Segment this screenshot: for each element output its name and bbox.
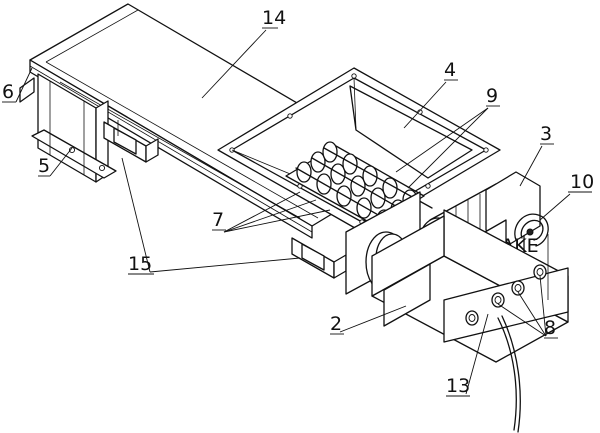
callout-label-8: 8: [544, 317, 556, 339]
callout-label-6: 6: [2, 81, 14, 103]
callout-label-7: 7: [212, 209, 224, 231]
callout-label-9: 9: [486, 85, 498, 107]
encoder-head: [514, 213, 549, 247]
channel-bracket-lower: [291, 237, 347, 279]
knob-1: [465, 310, 479, 326]
knob-2: [491, 292, 505, 308]
knob-3: [511, 280, 525, 296]
power-cable: [497, 315, 521, 433]
callout-2: 2: [330, 305, 407, 335]
callout-7: 7: [212, 191, 331, 233]
callout-14: 14: [201, 7, 286, 99]
callout-13: 13: [446, 313, 489, 397]
callout-label-4: 4: [444, 59, 456, 81]
callout-8: 8: [497, 275, 558, 339]
callout-label-3: 3: [540, 123, 552, 145]
callout-10: 10: [539, 171, 594, 221]
callout-15: 15: [121, 157, 301, 275]
callout-3: 3: [519, 123, 554, 187]
channel-bracket-upper: [103, 120, 159, 163]
callout-label-15: 15: [128, 253, 152, 275]
callout-label-14: 14: [262, 7, 286, 29]
callout-label-10: 10: [570, 171, 594, 193]
callout-label-5: 5: [38, 155, 50, 177]
callout-5: 5: [38, 147, 73, 177]
hopper: [217, 67, 501, 233]
callout-9: 9: [395, 85, 500, 189]
callout-label-13: 13: [446, 375, 470, 397]
callout-4: 4: [403, 59, 458, 129]
callout-label-2: 2: [330, 313, 342, 335]
screw-row-3: [322, 141, 418, 211]
callout-6: 6: [2, 67, 33, 103]
left-end-support: [19, 73, 117, 183]
